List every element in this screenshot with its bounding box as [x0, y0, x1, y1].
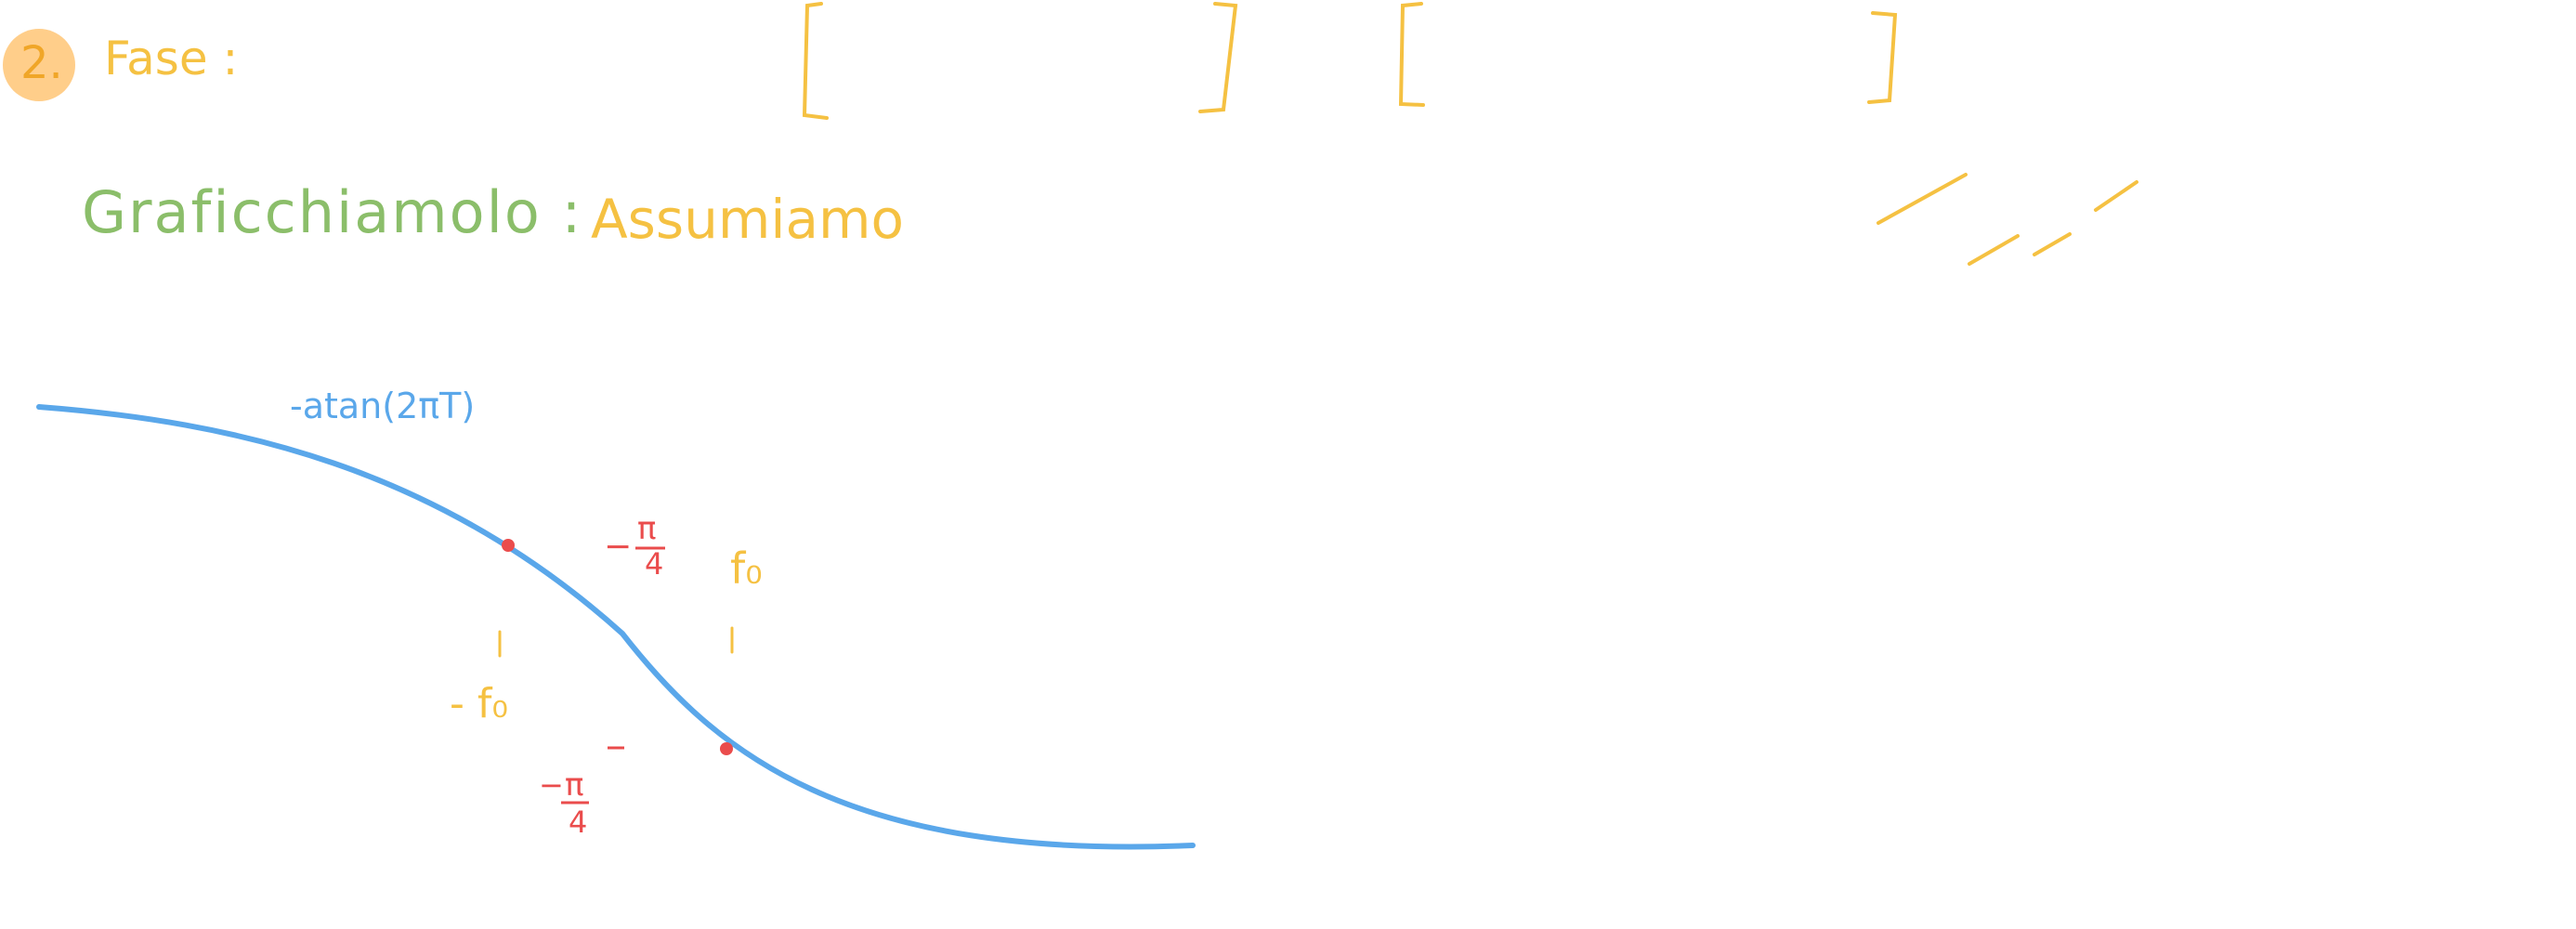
pos-freq-label: f₀ [730, 543, 763, 594]
phase-curve [36, 404, 1196, 850]
dash-stroke-4 [2094, 180, 2138, 212]
lower-phase-sign: − [539, 767, 564, 803]
right-bracket-icon [1867, 11, 1898, 104]
right-bracket-icon [1198, 2, 1238, 113]
frequency-markers: f₀ - f₀ [450, 543, 763, 727]
step-badge: 2. [3, 29, 75, 101]
lower-phase-numerator: π [565, 766, 583, 804]
dashed-strokes [1876, 173, 2138, 266]
upper-phase-numerator: π [637, 510, 656, 547]
dash-stroke-3 [2033, 232, 2072, 256]
bracket-group-2 [1398, 2, 1898, 107]
step-number: 2. [20, 37, 63, 89]
lower-phase-denominator: 4 [569, 805, 587, 840]
upper-phase-denominator: 4 [645, 546, 663, 582]
upper-phase-point [502, 539, 515, 552]
step-badge-circle [3, 29, 75, 101]
upper-phase-label: − π 4 [604, 510, 665, 582]
assume-label: Assumiamo [591, 188, 904, 251]
left-bracket-icon [1398, 2, 1425, 107]
section-title: Fase : [104, 32, 238, 85]
graph-label: Graficchiamolo : [82, 178, 582, 246]
dash-stroke-2 [1968, 234, 2020, 266]
curve-label: -atan(2πT) [290, 386, 475, 426]
lower-phase-point [720, 742, 733, 755]
left-bracket-icon [802, 2, 829, 120]
upper-phase-sign: − [604, 528, 632, 566]
lower-phase-label: − π 4 [539, 746, 624, 840]
bracket-group-1 [802, 2, 1238, 120]
neg-freq-label: - f₀ [450, 680, 508, 727]
dash-stroke-1 [1876, 173, 1968, 225]
